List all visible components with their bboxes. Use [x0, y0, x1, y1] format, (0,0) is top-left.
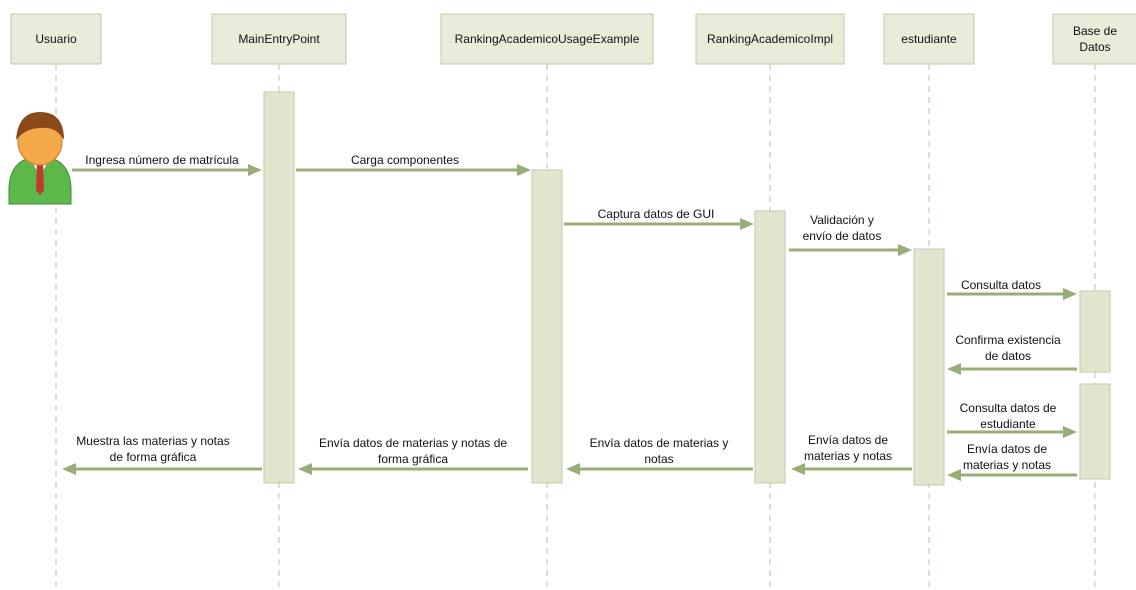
message-label: Carga componentes	[351, 153, 459, 167]
participant-label: RankingAcademicoImpl	[707, 32, 833, 46]
message-label: forma gráfica	[378, 452, 448, 466]
message-label: Validación y	[810, 213, 874, 227]
message-4: Validación y envío de datos	[789, 213, 912, 256]
message-8: Envía datos de materias y notas	[947, 442, 1077, 481]
arrow-head-icon	[298, 463, 312, 475]
activation-bar-estudiante	[913, 248, 945, 486]
arrow-head-icon	[740, 218, 754, 230]
arrow-head-icon	[791, 463, 805, 475]
participant-box-ranking-usage-example	[440, 13, 654, 65]
message-12: Muestra las materias y notas de forma grá…	[62, 434, 262, 475]
arrow-head-icon	[1063, 426, 1077, 438]
participant-label: Datos	[1079, 40, 1110, 54]
message-6: Confirma existencia de datos	[947, 333, 1077, 375]
message-label: de datos	[985, 349, 1031, 363]
participant-box-base-de-datos	[1052, 13, 1136, 65]
arrow-head-icon	[566, 463, 580, 475]
participant-label: RankingAcademicoUsageExample	[455, 32, 640, 46]
message-3: Captura datos de GUI	[564, 207, 754, 230]
message-label: Confirma existencia	[955, 333, 1061, 347]
message-label: materias y notas	[804, 449, 892, 463]
participant-label: Usuario	[35, 32, 77, 46]
participant-label: estudiante	[901, 32, 957, 46]
message-label: Consulta datos de	[960, 401, 1057, 415]
message-9: Envía datos de materias y notas	[791, 433, 912, 475]
message-label: Envía datos de	[808, 433, 888, 447]
message-label: Muestra las materias y notas	[76, 434, 229, 448]
message-label: envío de datos	[803, 229, 882, 243]
message-label: Captura datos de GUI	[598, 207, 715, 221]
message-label: Ingresa número de matrícula	[85, 153, 239, 167]
arrow-head-icon	[1063, 288, 1077, 300]
arrow-head-icon	[947, 363, 961, 375]
user-person-icon	[8, 112, 72, 205]
arrow-head-icon	[947, 469, 961, 481]
activation-bar-main-entry-point	[263, 91, 295, 484]
arrow-head-icon	[517, 164, 531, 176]
message-label: estudiante	[980, 417, 1036, 431]
message-label: materias y notas	[963, 458, 1051, 472]
message-label: Envía datos de	[967, 442, 1047, 456]
participant-label: Base de	[1073, 24, 1117, 38]
activation-bar-base-de-datos	[1079, 383, 1111, 480]
participant-box-main-entry-point	[211, 13, 347, 65]
message-label: de forma gráfica	[110, 450, 197, 464]
message-label: Envía datos de materias y	[590, 436, 729, 450]
participant-box-estudiante	[883, 13, 975, 65]
message-10: Envía datos de materias y notas	[566, 436, 753, 475]
message-7: Consulta datos de estudiante	[947, 401, 1077, 438]
activation-bar-ranking-usage-example	[531, 169, 563, 484]
message-5: Consulta datos	[947, 278, 1077, 300]
message-label: Envía datos de materias y notas de	[319, 436, 507, 450]
message-label: Consulta datos	[961, 278, 1041, 292]
message-11: Envía datos de materias y notas de forma …	[298, 436, 528, 475]
participant-box-ranking-impl	[695, 13, 845, 65]
arrow-head-icon	[898, 244, 912, 256]
message-1: Ingresa número de matrícula	[72, 153, 262, 176]
activation-bar-base-de-datos	[1079, 290, 1111, 373]
arrow-head-icon	[62, 463, 76, 475]
participant-label: MainEntryPoint	[238, 32, 320, 46]
message-label: notas	[644, 452, 673, 466]
participant-box-usuario	[10, 13, 102, 65]
activation-bar-ranking-impl	[754, 210, 786, 484]
arrow-head-icon	[248, 164, 262, 176]
message-2: Carga componentes	[296, 153, 531, 176]
